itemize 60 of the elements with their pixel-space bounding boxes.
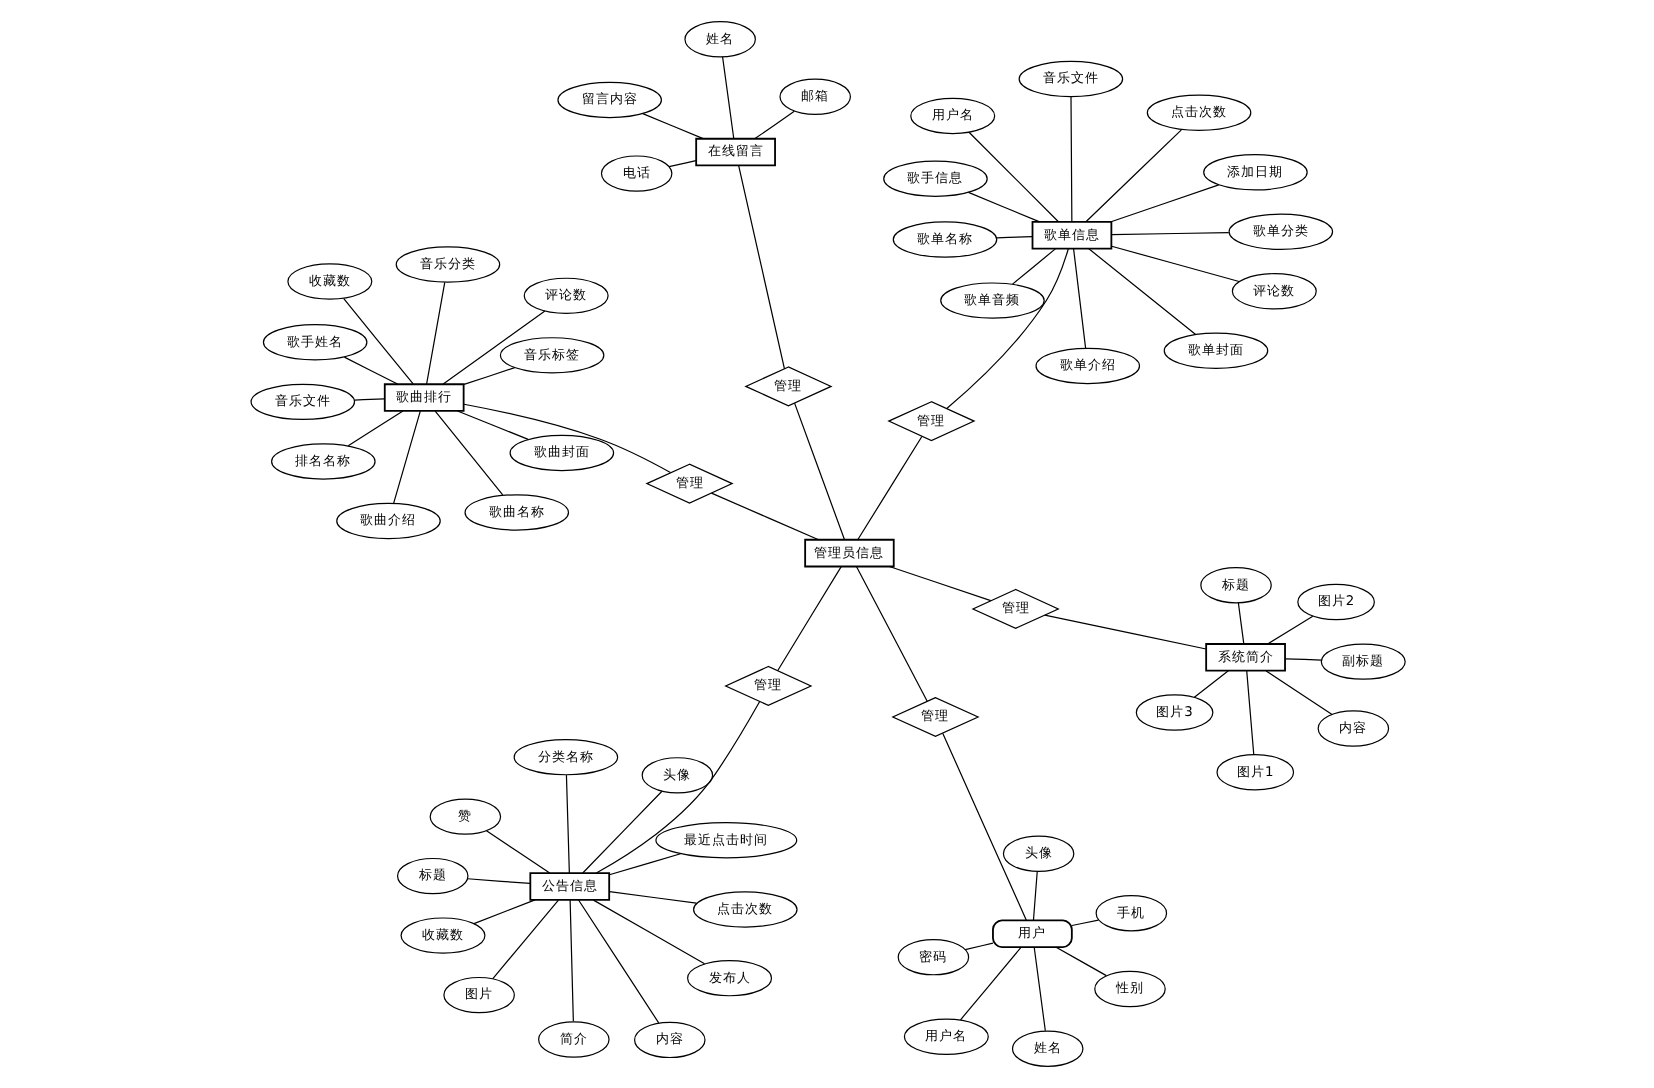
connector — [1010, 248, 1055, 285]
connector — [967, 131, 1059, 223]
connector — [581, 790, 662, 874]
connector — [607, 853, 681, 876]
connector — [462, 367, 515, 386]
connector — [737, 165, 785, 370]
connector — [433, 410, 503, 496]
connector — [720, 56, 734, 140]
connector — [709, 492, 819, 541]
connector — [641, 113, 703, 140]
connector — [594, 700, 760, 874]
connector — [966, 191, 1040, 223]
connector — [392, 410, 420, 504]
connector — [792, 402, 845, 541]
connector — [441, 310, 545, 385]
connector — [472, 899, 535, 925]
connector — [1264, 670, 1332, 716]
connector — [564, 774, 569, 874]
connector — [425, 281, 445, 385]
connector — [958, 946, 1021, 1021]
connector — [1110, 245, 1239, 283]
connector — [1069, 96, 1072, 223]
connector — [491, 899, 559, 980]
connector — [887, 565, 991, 602]
connector — [1043, 614, 1206, 650]
connector — [455, 410, 528, 440]
connector — [1032, 946, 1045, 1032]
connector — [856, 435, 922, 541]
connector — [462, 403, 671, 474]
connector — [945, 248, 1068, 410]
connector — [342, 298, 413, 385]
connector — [1084, 129, 1181, 223]
connector — [1031, 870, 1037, 921]
connector — [484, 830, 550, 874]
connector — [607, 891, 696, 904]
connector — [1245, 670, 1254, 755]
connector — [963, 942, 993, 951]
connector — [1087, 247, 1196, 336]
connector — [941, 732, 1026, 921]
connector — [1192, 670, 1228, 698]
connector — [1110, 232, 1229, 236]
connector — [576, 899, 659, 1024]
connector — [1265, 615, 1313, 645]
connector — [466, 878, 530, 885]
connector — [591, 899, 705, 965]
connector — [1070, 919, 1098, 927]
connector — [854, 566, 927, 702]
connector — [568, 899, 573, 1022]
connector — [353, 398, 385, 401]
connector — [1071, 248, 1086, 349]
connector — [667, 160, 696, 168]
connector — [346, 410, 403, 447]
connector — [995, 235, 1032, 239]
connector — [1054, 946, 1106, 977]
connector — [776, 566, 841, 672]
connector — [342, 356, 398, 385]
connector — [1109, 184, 1219, 223]
connector — [1283, 658, 1322, 661]
connector — [1236, 602, 1244, 645]
connector — [753, 110, 794, 140]
